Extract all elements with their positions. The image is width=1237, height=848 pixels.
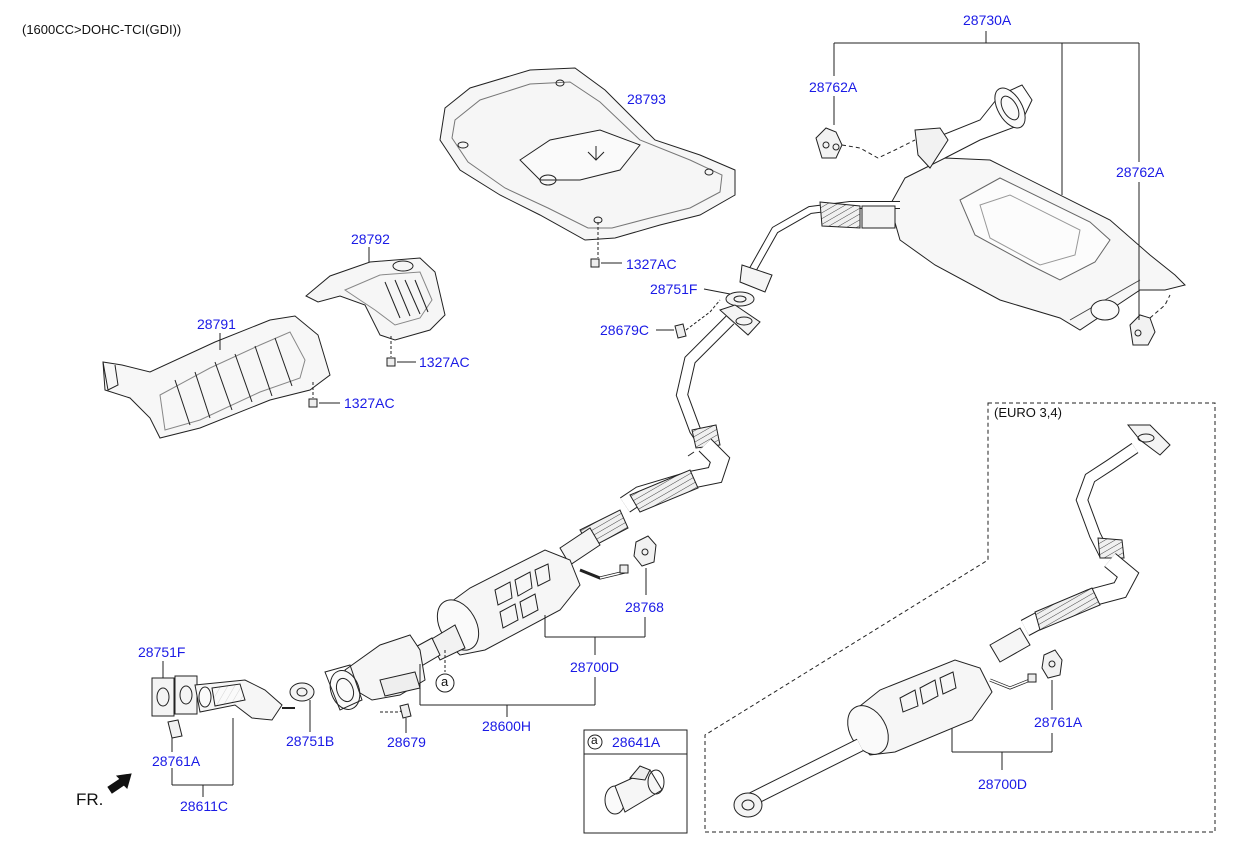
clamp-28641A [604,765,665,815]
part-label-28768[interactable]: 28768 [625,599,664,615]
part-label-28762A-right[interactable]: 28762A [1116,164,1165,180]
front-pipe-28611C [151,675,295,739]
part-label-28793[interactable]: 28793 [627,91,666,107]
heat-shield-28793 [439,67,736,241]
engine-spec-header: (1600CC>DOHC-TCI(GDI)) [22,22,182,37]
hanger-28761A-euro [1041,649,1063,679]
part-label-28600H[interactable]: 28600H [482,718,532,734]
part-label-28761A-left[interactable]: 28761A [152,753,201,769]
detail-box-marker: a [591,733,598,747]
part-label-28641A[interactable]: 28641A [612,734,661,750]
part-label-28730A[interactable]: 28730A [963,12,1012,28]
catalytic-converter-28600H [324,634,426,711]
part-label-1327AC-mid[interactable]: 1327AC [419,354,470,370]
part-label-28751F-top[interactable]: 28751F [650,281,698,297]
part-label-28679[interactable]: 28679 [387,734,426,750]
part-label-28762A-left[interactable]: 28762A [809,79,858,95]
detail-box-28641A [583,729,688,834]
gasket-28751B [289,682,315,702]
part-label-28751B[interactable]: 28751B [286,733,335,749]
hanger-28768 [633,535,657,567]
front-indicator: FR. [76,790,104,809]
center-pipe-28700D [409,304,761,669]
part-label-28761A-euro[interactable]: 28761A [1034,714,1083,730]
euro-box-title: (EURO 3,4) [994,405,1062,420]
part-label-28679C[interactable]: 28679C [600,322,650,338]
part-label-1327AC-top[interactable]: 1327AC [626,256,677,272]
hanger-28762A-left [815,127,843,159]
part-label-28700D-main[interactable]: 28700D [570,659,620,675]
part-label-28611C[interactable]: 28611C [180,798,229,814]
part-label-28792[interactable]: 28792 [351,231,390,247]
front-arrow-icon [107,773,132,794]
part-label-28791[interactable]: 28791 [197,316,236,332]
hanger-28762A-right [1129,314,1156,346]
euro-box [704,402,1216,833]
heat-shield-28791 [102,315,331,439]
part-label-28751F-left[interactable]: 28751F [138,644,186,660]
callout-marker-a: a [441,674,449,689]
heat-shield-28792 [305,257,446,341]
rear-muffler-28730A [889,84,1186,331]
part-label-28700D-euro[interactable]: 28700D [978,776,1028,792]
euro-center-pipe [733,424,1171,818]
part-label-1327AC-low[interactable]: 1327AC [344,395,395,411]
